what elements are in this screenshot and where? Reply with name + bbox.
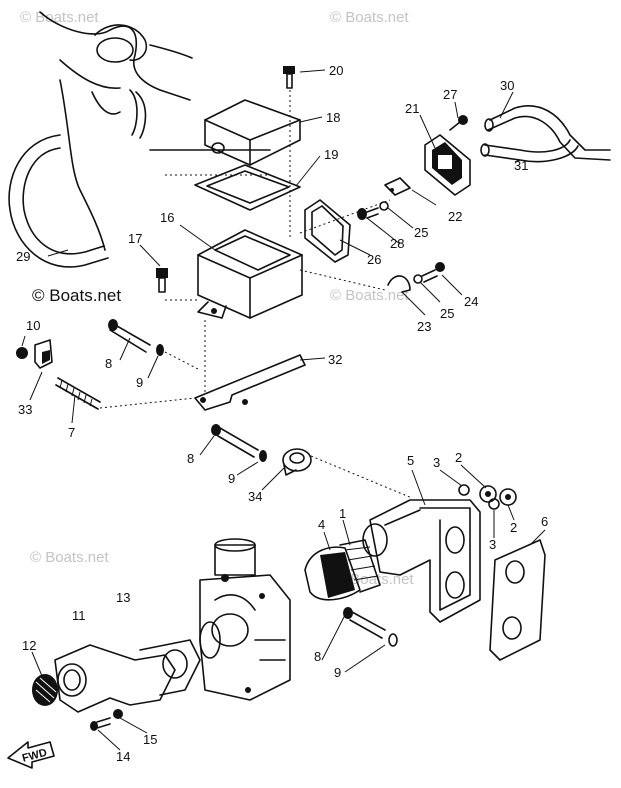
watermark: © Boats.net <box>20 9 99 26</box>
callout-3: 3 <box>433 455 440 470</box>
callout-25: 25 <box>414 225 428 240</box>
callout-8c: 8 <box>314 649 321 664</box>
hose-31 <box>480 139 579 163</box>
gasket-19 <box>194 164 301 211</box>
callout-9c: 9 <box>334 665 341 680</box>
nut-2-lower <box>488 488 517 510</box>
callout-31: 31 <box>514 158 528 173</box>
intake-manifold-5 <box>362 499 481 623</box>
bolt-8-upper <box>108 319 201 371</box>
fitting-21 <box>424 134 471 196</box>
callout-29: 29 <box>16 249 30 264</box>
reed-valve-4 <box>304 539 381 601</box>
callout-27: 27 <box>443 87 457 102</box>
valve-22 <box>384 177 411 196</box>
callout-9: 9 <box>136 375 143 390</box>
callout-18: 18 <box>326 110 340 125</box>
bracket-32 <box>194 320 306 411</box>
callout-20: 20 <box>329 63 343 78</box>
nut-2-upper <box>458 484 497 503</box>
callout-9b: 9 <box>228 471 235 486</box>
callout-3b: 3 <box>489 537 496 552</box>
callout-10: 10 <box>26 318 40 333</box>
bolt-8-mid <box>211 424 267 462</box>
watermark: © Boats.net <box>30 549 109 566</box>
callout-17: 17 <box>128 231 142 246</box>
screen-12 <box>32 674 58 706</box>
callout-12: 12 <box>22 638 36 653</box>
hose-29 <box>8 134 109 268</box>
stud-7 <box>55 377 196 410</box>
clip-23 <box>387 275 411 293</box>
callout-4: 4 <box>318 517 325 532</box>
intake-duct-11 <box>54 639 201 713</box>
clip-10 <box>16 339 53 369</box>
watermark: © Boats.net <box>330 9 409 26</box>
bolt-24 <box>413 262 445 284</box>
hose-30 <box>484 105 611 161</box>
callout-24: 24 <box>464 294 478 309</box>
callout-15: 15 <box>143 732 157 747</box>
callout-11: 11 <box>72 608 86 623</box>
callout-13: 13 <box>116 590 130 605</box>
callout-28: 28 <box>390 236 404 251</box>
carburetor-13 <box>199 538 291 701</box>
callout-leaders <box>21 69 546 751</box>
callout-32: 32 <box>328 352 342 367</box>
callout-2b: 2 <box>510 520 517 535</box>
callout-6: 6 <box>541 514 548 529</box>
callout-8: 8 <box>105 356 112 371</box>
bolt-8-lower <box>343 607 398 647</box>
leader-line <box>299 199 391 234</box>
callout-7: 7 <box>68 425 75 440</box>
callout-1: 1 <box>339 506 346 521</box>
callout-21: 21 <box>405 101 419 116</box>
callout-16: 16 <box>160 210 174 225</box>
screw-14 <box>90 709 123 731</box>
callout-33: 33 <box>18 402 32 417</box>
bolt-27 <box>449 115 468 131</box>
callout-22: 22 <box>448 209 462 224</box>
callout-19: 19 <box>324 147 338 162</box>
bolt-17 <box>156 268 200 301</box>
gasket-6 <box>489 539 546 661</box>
gasket-26 <box>304 199 351 263</box>
callout-14: 14 <box>116 749 130 764</box>
fwd-arrow-icon: FWD <box>7 741 55 769</box>
callout-30: 30 <box>500 78 514 93</box>
cover-18 <box>204 99 301 166</box>
screw-28 <box>357 201 389 220</box>
callout-26: 26 <box>367 252 381 267</box>
callout-8b: 8 <box>187 451 194 466</box>
callout-25b: 25 <box>440 306 454 321</box>
clamp-34 <box>282 448 413 499</box>
watermark-dark: © Boats.net <box>32 286 121 305</box>
callout-5: 5 <box>407 453 414 468</box>
screw-20 <box>283 66 295 240</box>
fwd-label: FWD <box>21 747 48 765</box>
watermark: © Boats.net <box>330 287 409 304</box>
engine-outline <box>39 11 271 251</box>
callout-34: 34 <box>248 489 262 504</box>
callout-numbers: 20 18 19 21 27 30 31 22 25 28 26 16 17 2… <box>16 63 548 764</box>
callout-2: 2 <box>455 450 462 465</box>
silencer-box-16 <box>197 229 303 319</box>
callout-23: 23 <box>417 319 431 334</box>
